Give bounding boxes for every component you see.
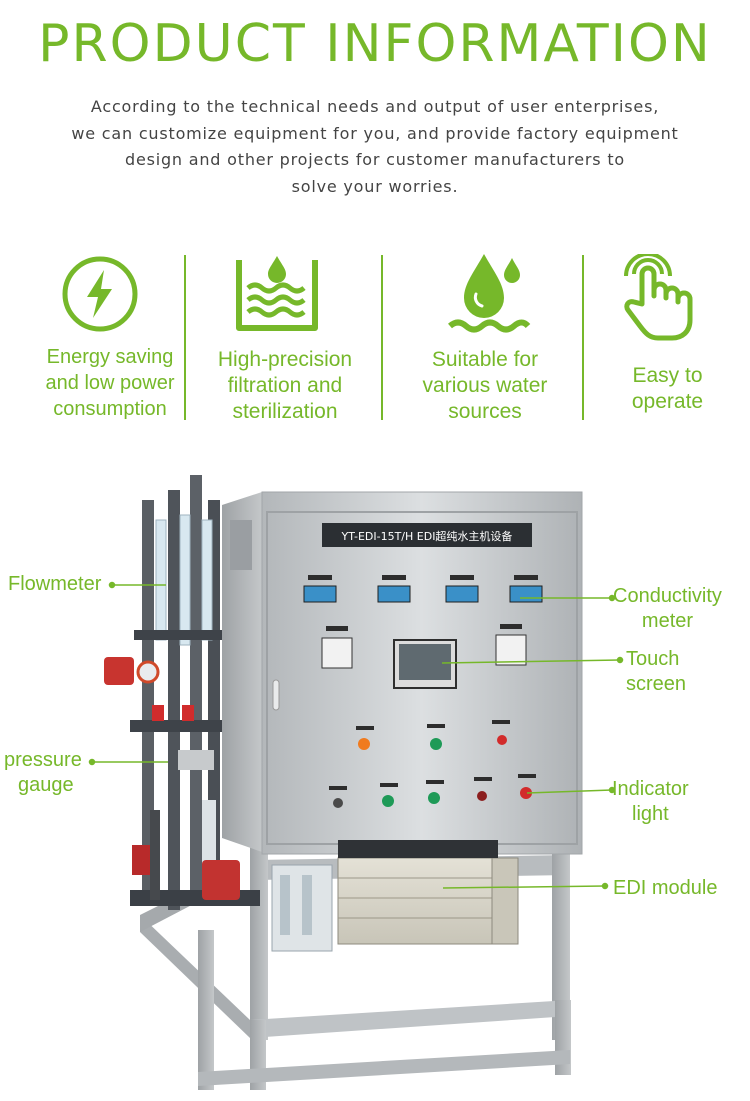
pipe-assembly	[104, 475, 260, 910]
callout-indicator-light: Indicator light	[612, 778, 689, 825]
callout-conductivity-meter: Conductivity meter	[613, 585, 722, 632]
lightning-bolt-icon	[62, 256, 138, 332]
feature-filtration-label: High-precision filtration and sterilizat…	[217, 348, 353, 423]
edi-module	[271, 840, 519, 952]
intro-paragraph: According to the technical needs and out…	[20, 94, 730, 200]
callout-flowmeter: Flowmeter	[8, 573, 102, 595]
page-title: PRODUCT INFORMATION	[38, 14, 712, 74]
nameplate-label: YT-EDI-15T/H EDI超纯水主机设备	[341, 529, 513, 543]
intro-line: we can customize equipment for you, and …	[71, 123, 679, 143]
feature-divider	[184, 255, 186, 420]
hand-pointer-icon	[624, 254, 693, 341]
feature-energy-label: Energy saving and low power consumption	[45, 346, 175, 420]
feature-operate-label: Easy to operate	[631, 364, 704, 413]
callout-touch-screen: Touch screen	[626, 648, 687, 695]
feature-divider	[582, 255, 584, 420]
water-filter-icon	[236, 256, 318, 331]
feature-divider	[381, 255, 383, 420]
feature-water-label: Suitable for various water sources	[422, 348, 548, 423]
callout-edi-module: EDI module	[613, 877, 718, 899]
intro-line: design and other projects for customer m…	[125, 150, 625, 169]
intro-line: According to the technical needs and out…	[90, 97, 660, 116]
callout-pressure-gauge: pressure gauge	[4, 749, 82, 796]
water-drops-icon	[448, 254, 531, 333]
intro-line: solve your worries.	[291, 176, 459, 196]
